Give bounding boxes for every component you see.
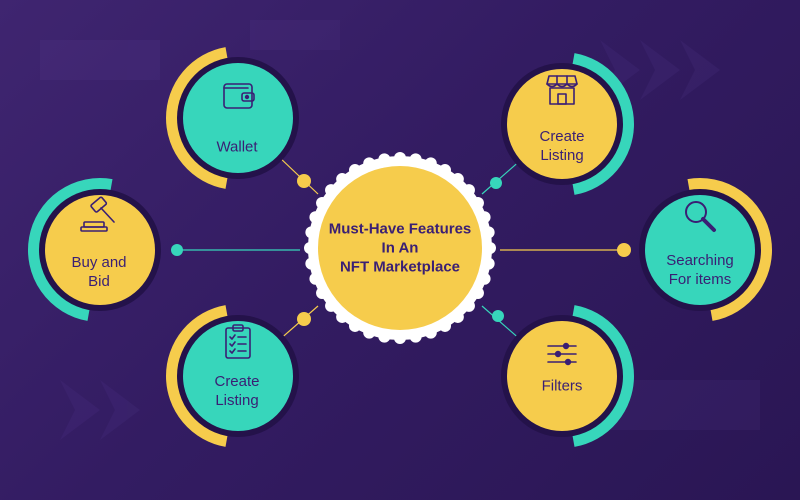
node-accent-arc — [687, 178, 772, 321]
connector-dot-wallet — [297, 174, 311, 188]
bg-block — [40, 40, 160, 80]
center-scallop — [305, 226, 318, 239]
center-title-line-2: In An — [381, 239, 419, 257]
center-scallop — [424, 157, 437, 170]
bg-block — [250, 20, 340, 50]
node-create-listing-right — [501, 53, 634, 195]
node-accent-arc — [166, 305, 228, 447]
center-scallop — [325, 299, 338, 312]
center-title: Must-Have Features In An NFT Marketplace — [329, 220, 472, 277]
center-scallop — [478, 272, 491, 285]
node-accent-arc — [166, 47, 228, 189]
center-scallop — [484, 242, 496, 254]
node-accent-arc — [572, 305, 634, 447]
node-wallet — [166, 47, 299, 189]
center-scallop — [478, 211, 491, 224]
center-scallop — [451, 173, 464, 186]
center-scallop — [336, 310, 349, 323]
center-title-line-3: NFT Marketplace — [339, 258, 461, 276]
center-scallop — [316, 287, 329, 299]
bg-chevron — [640, 40, 680, 100]
center-scallop — [482, 257, 495, 270]
gavel-icon — [80, 196, 115, 232]
center-scallop — [349, 319, 361, 332]
node-create-listing-left — [166, 305, 299, 447]
connector-dot-searching — [617, 243, 631, 257]
node-accent-arc — [28, 178, 113, 321]
center-scallop — [325, 184, 338, 197]
node-circle — [45, 195, 155, 305]
center-scallop — [409, 153, 422, 166]
magnifier-icon — [685, 201, 716, 232]
center-scallop — [451, 310, 464, 323]
center-scallop — [378, 330, 391, 343]
center-scallop — [424, 326, 437, 339]
center-circle — [318, 166, 482, 330]
node-circle — [645, 195, 755, 305]
center-scallop — [336, 173, 349, 186]
center-scallop — [471, 197, 484, 209]
center-scallop — [309, 211, 322, 224]
center-scallop — [394, 152, 406, 164]
center-scallop — [409, 330, 422, 343]
connector-dot-create-listing-right — [490, 177, 502, 189]
center-scallop — [309, 272, 322, 285]
bg-chevron — [60, 380, 100, 440]
bg-chevron — [100, 380, 140, 440]
wallet-icon — [223, 83, 255, 109]
center-scallop — [439, 319, 451, 332]
node-circle — [183, 321, 293, 431]
connector-dot-buy-and-bid — [171, 244, 183, 256]
clipboard-checklist-icon — [225, 324, 251, 359]
center-scallop — [394, 332, 406, 344]
center-scallop — [363, 157, 376, 170]
center-scallop — [482, 226, 495, 239]
node-circle — [507, 69, 617, 179]
node-circle — [183, 63, 293, 173]
bg-chevron — [680, 40, 720, 100]
connector-dot-create-listing-left — [297, 312, 311, 326]
center-scallop — [304, 242, 316, 254]
node-searching-for-items — [639, 178, 772, 321]
center-scallop — [316, 197, 329, 209]
node-filters — [501, 305, 634, 447]
center-scallop — [363, 326, 376, 339]
center-scallop — [349, 164, 361, 177]
storefront-icon — [546, 75, 578, 105]
connector-dot-filters — [492, 310, 504, 322]
node-circle — [507, 321, 617, 431]
center-scallop — [305, 257, 318, 270]
node-accent-arc — [572, 53, 634, 195]
center-scallop — [462, 184, 475, 197]
node-buy-and-bid — [28, 178, 161, 321]
center-hub — [304, 152, 496, 344]
center-scallop — [378, 153, 391, 166]
sliders-icon — [547, 342, 577, 366]
center-scallop — [471, 287, 484, 299]
center-scallop — [462, 299, 475, 312]
center-scallop — [439, 164, 451, 177]
center-title-line-1: Must-Have Features — [328, 220, 472, 238]
